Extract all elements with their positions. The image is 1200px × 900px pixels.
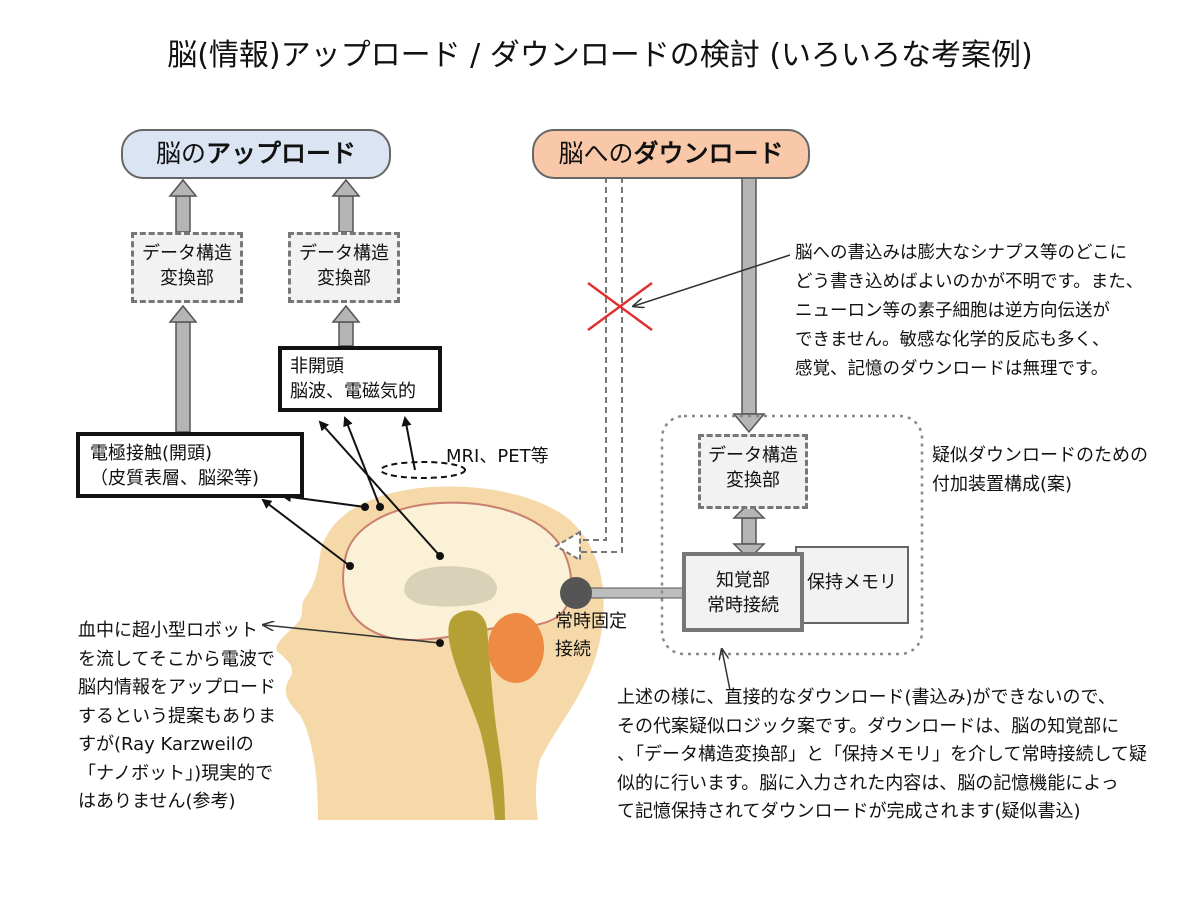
- cerebellum: [488, 613, 544, 683]
- download-header-prefix: 脳への: [558, 139, 634, 168]
- noninvasive-method-box: 非開頭 脳波、電磁気的: [278, 346, 442, 412]
- corpus-callosum: [404, 566, 498, 607]
- download-arrow-head: [732, 413, 766, 434]
- sensor-arrow: [343, 416, 381, 508]
- download-header: 脳へのダウンロード: [532, 129, 810, 179]
- electrode-method-box: 電極接触(開頭) （皮質表層、脳梁等): [76, 432, 304, 498]
- nanobot-note: 血中に超小型ロボット を流してそこから電波で 脳内情報をアップロード するという…: [78, 620, 276, 812]
- cross-mark-icon: [587, 281, 653, 332]
- upload-header-prefix: 脳の: [155, 139, 206, 168]
- sensor-point: [361, 503, 369, 511]
- mri-label: MRI、PET等: [446, 446, 549, 467]
- pseudo-download-explanation: 上述の様に、直接的なダウンロード(書込み)ができないので、 その代案疑似ロジック…: [617, 687, 1147, 822]
- arrow-shaft: [175, 195, 191, 233]
- arrow-shaft: [175, 321, 191, 433]
- sensor-point: [376, 503, 384, 511]
- arrow-head: [168, 178, 198, 197]
- download-header-bold: ダウンロード: [633, 139, 784, 168]
- download-arrow-shaft: [741, 176, 757, 415]
- pseudo-device-label: 疑似ダウンロードのための 付加装置構成(案): [932, 445, 1148, 495]
- pseudo-device-frame: [660, 414, 924, 656]
- page-title: 脳(情報)アップロード / ダウンロードの検討 (いろいろな考案例): [167, 38, 1033, 73]
- download-problem-note: 脳への書込みは膨大なシナプス等のどこに どう書き込めばよいのかが不明です。また、…: [795, 243, 1144, 379]
- double-arrow-head-down: [732, 543, 766, 561]
- connection-port: [560, 577, 592, 609]
- arrow-shaft: [338, 195, 354, 233]
- perception-connection-box: 知覚部 常時接続: [682, 552, 804, 632]
- upload-header: 脳のアップロード: [121, 129, 391, 179]
- nanobot-point: [436, 639, 444, 647]
- upload-converter-right: データ構造 変換部: [288, 232, 400, 303]
- double-arrow-head-up: [732, 501, 766, 519]
- arrow-head: [331, 304, 361, 323]
- fixed-connection-label: 常時固定 接続: [555, 611, 627, 660]
- failed-download-arrowhead: [554, 530, 581, 562]
- sensor-point: [436, 552, 444, 560]
- download-converter: データ構造 変換部: [698, 434, 808, 509]
- note-callout-line: [634, 254, 791, 306]
- failed-download-path: [580, 177, 623, 553]
- bottom-note-callout-line: [722, 650, 731, 691]
- double-arrow-shaft: [741, 517, 757, 545]
- arrow-shaft: [338, 321, 354, 347]
- brainstem: [448, 610, 505, 820]
- arrow-head: [168, 304, 198, 323]
- sensor-point: [346, 562, 354, 570]
- upload-header-bold: アップロード: [206, 139, 357, 168]
- electrode-arrow: [261, 498, 351, 567]
- upload-converter-left: データ構造 変換部: [131, 232, 243, 303]
- nanobot-callout-line: [264, 625, 441, 644]
- holding-memory-box: 保持メモリ: [795, 546, 909, 624]
- connection-rod: [589, 587, 685, 599]
- arrow-head: [331, 178, 361, 197]
- sensor-arrow: [318, 420, 441, 557]
- mri-scanner-ring: [380, 461, 466, 479]
